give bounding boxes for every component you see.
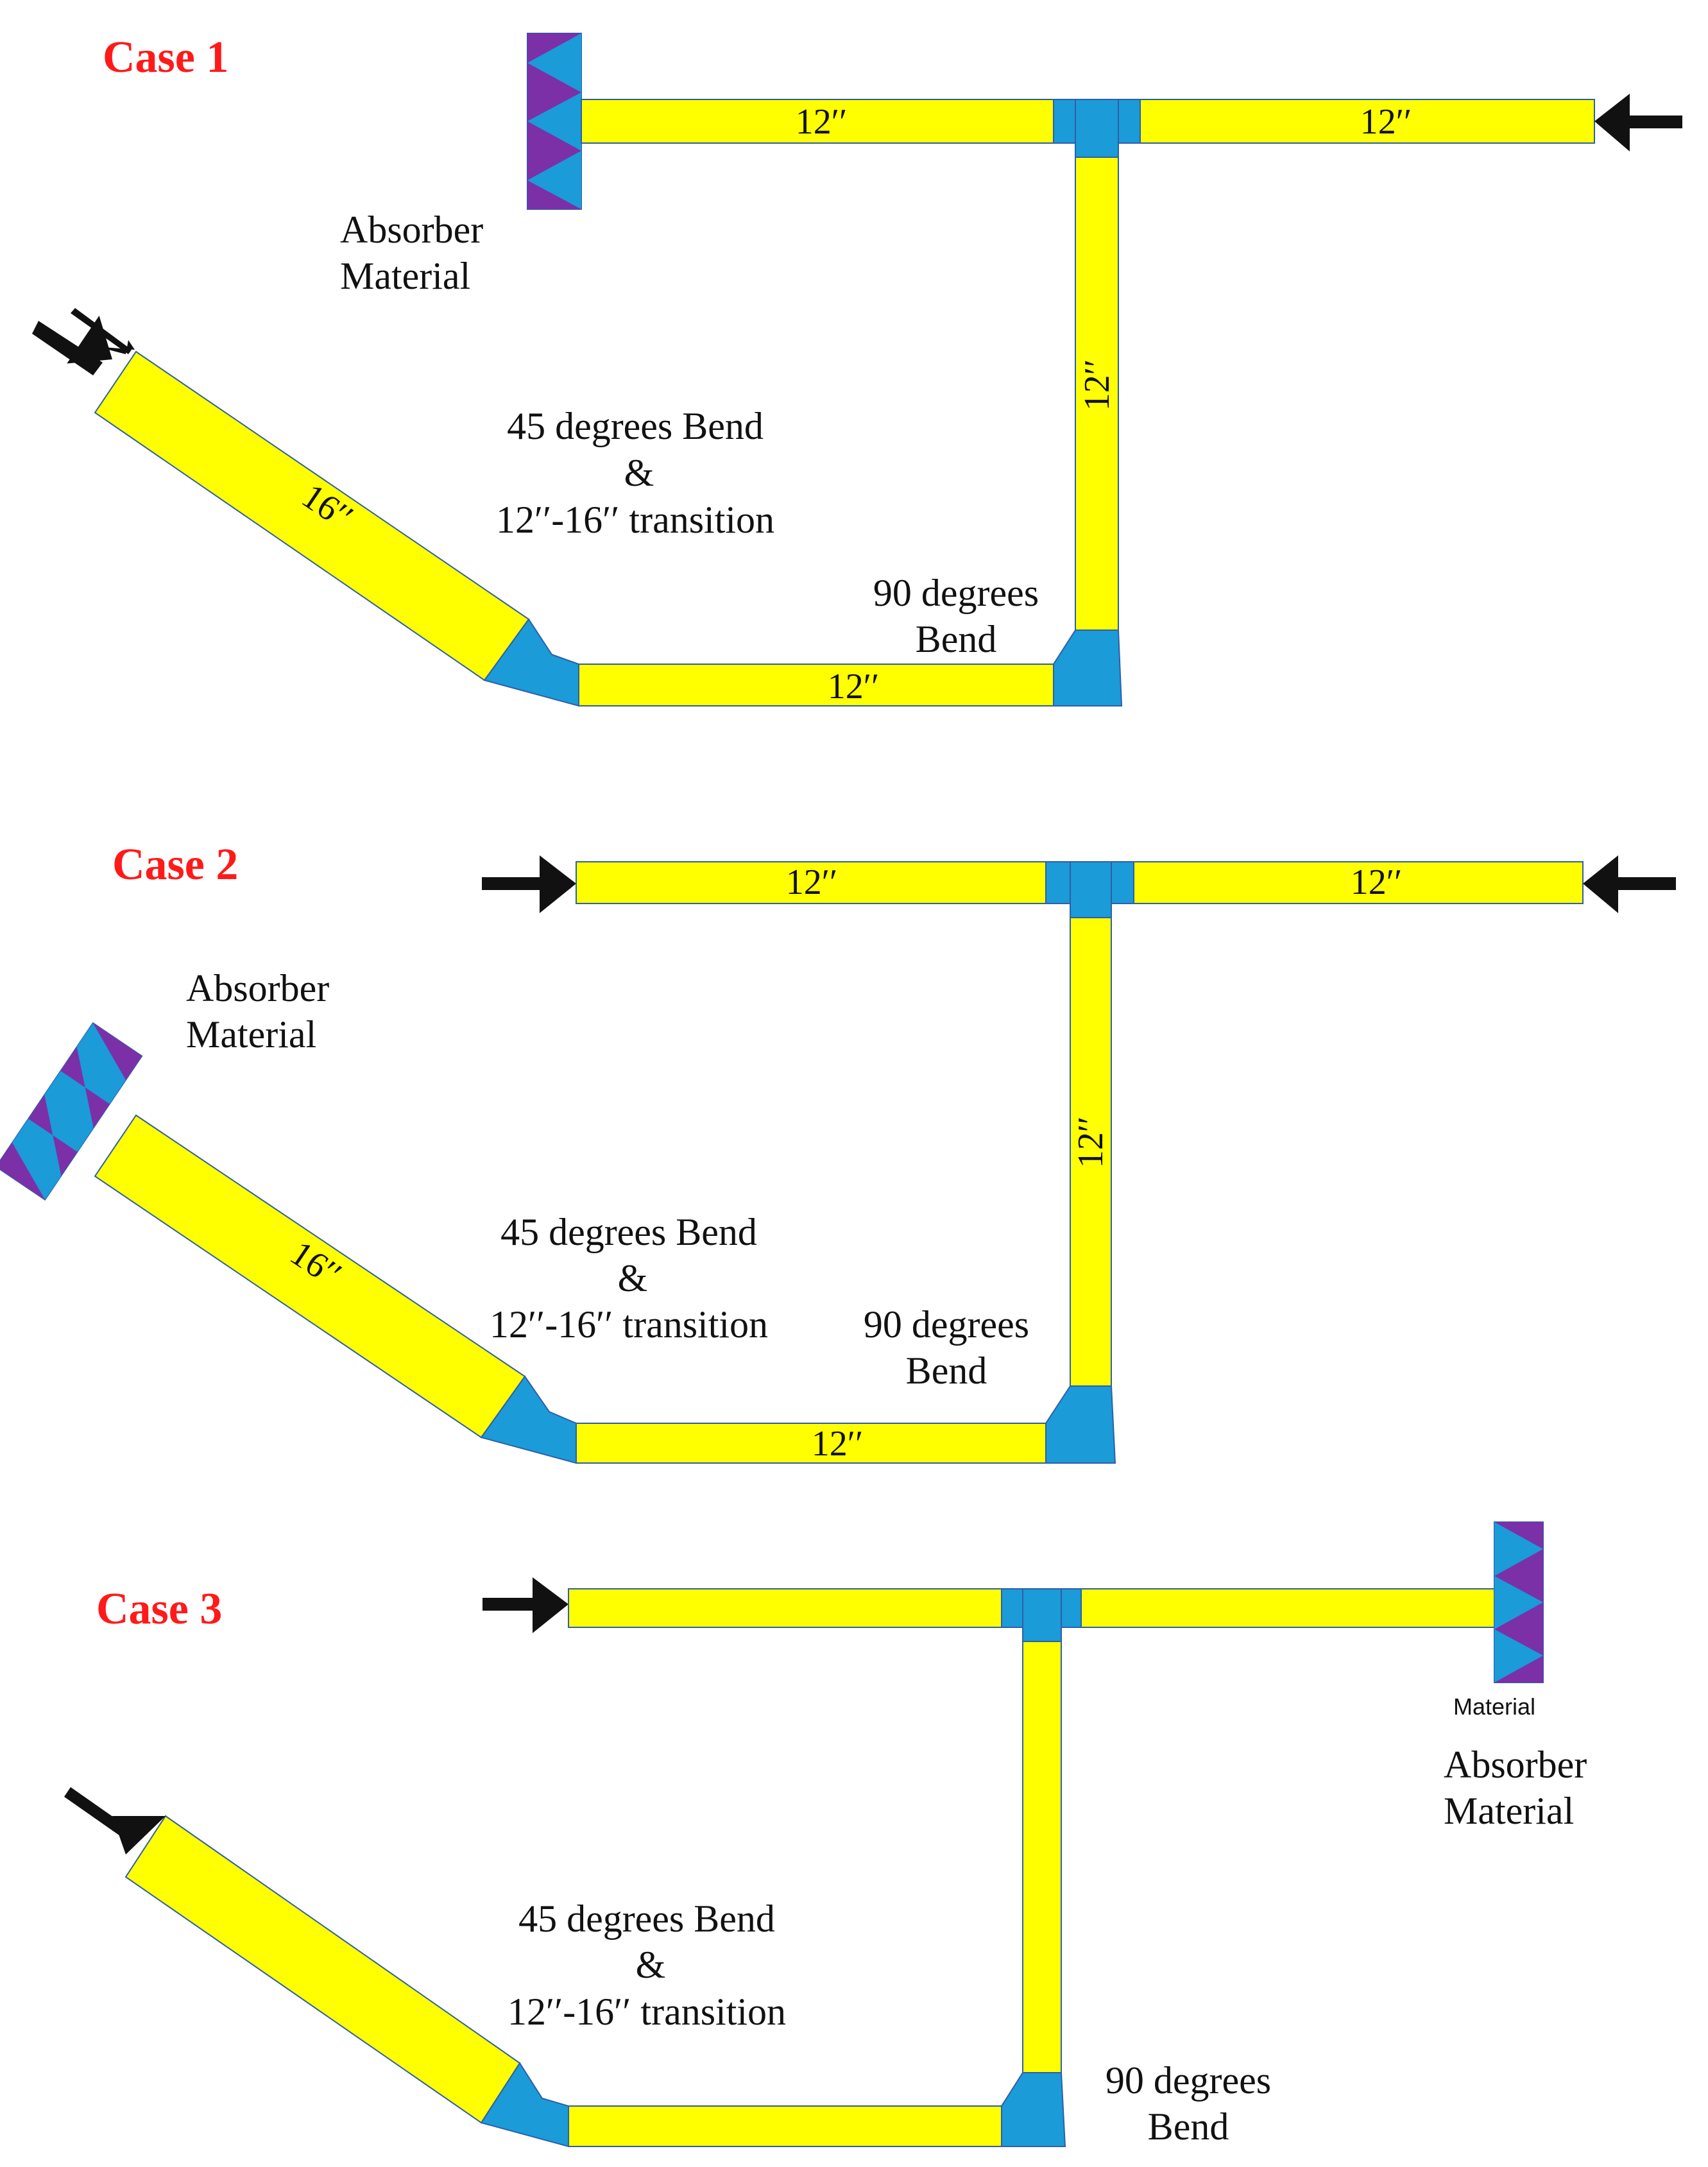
duct-diagonal-16 <box>124 1815 521 2124</box>
bend45-label-line2: & <box>618 1257 648 1299</box>
bend-90-fitting <box>1001 2072 1066 2147</box>
tee-fitting-center <box>1022 1588 1062 1642</box>
bend90-label-line2: Bend <box>906 1349 987 1392</box>
absorber-material-icon <box>1494 1521 1544 1683</box>
case-2-title: Case 2 <box>112 840 238 889</box>
absorber-material-icon <box>0 1022 143 1201</box>
dim-label-bottom: 12′′ <box>828 667 880 707</box>
duct-right-segment <box>1140 99 1595 144</box>
bend90-label-line2: Bend <box>916 618 997 660</box>
bend45-label-line3: 12′′-16′′ transition <box>490 1303 768 1346</box>
bend45-label-line3: 12′′-16′′ transition <box>508 1991 786 2033</box>
bend90-label-line1: 90 degrees <box>1106 2059 1271 2102</box>
bend45-label-line2: & <box>636 1944 666 1986</box>
case-2-diagram: Case 2 <box>0 840 1676 1464</box>
speaker-icon <box>1594 94 1682 151</box>
case-3-title: Case 3 <box>96 1584 222 1634</box>
absorber-label-line1: Absorber <box>186 967 329 1009</box>
tee-fitting-center <box>1075 99 1119 158</box>
absorber-label-line1: Absorber <box>340 209 483 251</box>
bend-90-fitting <box>1045 1385 1116 1464</box>
duct-bottom-segment <box>578 664 1054 707</box>
bend-90-fitting <box>1053 630 1123 707</box>
duct-left-segment <box>568 1588 1002 1628</box>
duct-left-segment <box>581 99 1054 144</box>
dim-label-right: 12′′ <box>1351 862 1403 902</box>
absorber-label-line2: Material <box>340 255 470 297</box>
bend90-label-line1: 90 degrees <box>873 572 1039 614</box>
speaker-icon <box>1583 855 1676 913</box>
bend90-label-line2: Bend <box>1148 2105 1229 2148</box>
bend45-label-line3: 12′′-16′′ transition <box>496 499 774 541</box>
dim-label-bottom: 12′′ <box>812 1424 864 1464</box>
speaker-neck <box>32 308 135 375</box>
bend45-label-line1: 45 degrees Bend <box>507 405 764 447</box>
speaker-icon <box>483 1577 568 1633</box>
duct-right-segment <box>1133 861 1584 904</box>
duct-vertical-branch <box>1022 1641 1062 2073</box>
case-1-diagram: Case 1 <box>32 33 1682 707</box>
absorber-material-icon <box>527 33 582 210</box>
absorber-label-line2: Material <box>186 1013 316 1056</box>
dim-label-vertical: 12′′ <box>1077 359 1117 411</box>
duct-bottom-segment <box>568 2105 1002 2147</box>
case-3-diagram: Case 3 <box>64 1521 1587 2148</box>
speaker-icon <box>482 855 576 913</box>
bend45-label-line1: 45 degrees Bend <box>500 1211 757 1253</box>
duct-diagonal-16 <box>94 1114 526 1439</box>
duct-right-segment <box>1080 1588 1495 1628</box>
dim-label-vertical: 12′′ <box>1071 1117 1111 1169</box>
duct-diagonal-16 <box>94 350 530 681</box>
bend45-label-line1: 45 degrees Bend <box>518 1897 775 1940</box>
speaker-icon <box>64 1787 166 1854</box>
duct-left-segment <box>576 861 1046 904</box>
dim-label-left: 12′′ <box>786 862 838 902</box>
small-material-label: Material <box>1453 1693 1535 1720</box>
tee-fitting-center <box>1070 861 1112 918</box>
dim-label-right: 12′′ <box>1360 102 1412 142</box>
dim-label-left: 12′′ <box>796 102 848 142</box>
absorber-label-line2: Material <box>1444 1790 1574 1832</box>
absorber-label-line1: Absorber <box>1444 1743 1587 1786</box>
bend90-label-line1: 90 degrees <box>864 1303 1029 1346</box>
bend45-label-line2: & <box>624 452 654 494</box>
duct-bottom-segment <box>576 1423 1046 1464</box>
case-1-title: Case 1 <box>103 33 228 82</box>
